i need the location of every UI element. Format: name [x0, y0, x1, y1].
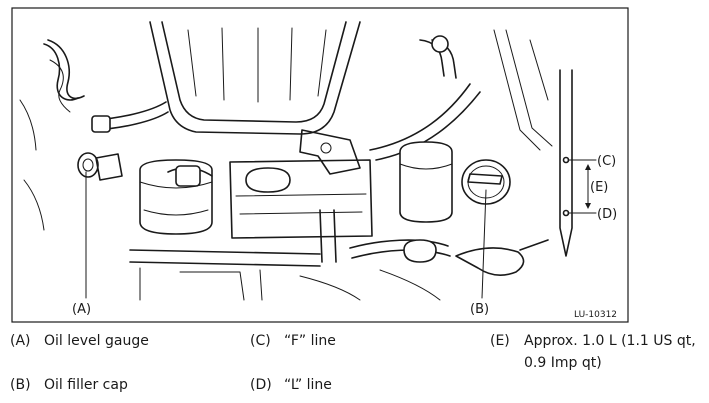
engine-bay-illustration [19, 21, 553, 301]
legend-text: 0.9 Imp qt) [524, 355, 602, 371]
legend-key: (A) [10, 333, 31, 349]
legend-text: “F” line [284, 333, 336, 349]
legend-text: “L” line [284, 377, 332, 393]
callout-c: (C) [597, 154, 616, 169]
callout-a: (A) [72, 302, 91, 317]
legend-entry-e: (E) Approx. 1.0 L (1.1 US qt, [490, 331, 696, 351]
legend-key: (B) [10, 377, 31, 393]
legend-key: (E) [490, 333, 510, 349]
callout-e: (E) [590, 180, 608, 195]
legend-text: Approx. 1.0 L (1.1 US qt, [524, 333, 696, 349]
legend-entry-c: (C) “F” line [250, 331, 336, 351]
legend-text: Oil level gauge [44, 333, 149, 349]
callout-d: (D) [597, 207, 617, 222]
callout-b: (B) [470, 302, 489, 317]
leader-line-b [481, 189, 487, 299]
legend-entry-d: (D) “L” line [250, 375, 332, 395]
legend-entry-b: (B) Oil filler cap [10, 375, 128, 395]
legend-key: (D) [250, 377, 272, 393]
legend-text: Oil filler cap [44, 377, 128, 393]
legend-entry-a: (A) Oil level gauge [10, 331, 149, 351]
reference-code: LU-10312 [574, 310, 617, 320]
dipstick-inset [559, 69, 597, 257]
figure-frame [11, 7, 629, 323]
legend-entry-e-continued: 0.9 Imp qt) [524, 353, 602, 373]
legend-key: (C) [250, 333, 271, 349]
